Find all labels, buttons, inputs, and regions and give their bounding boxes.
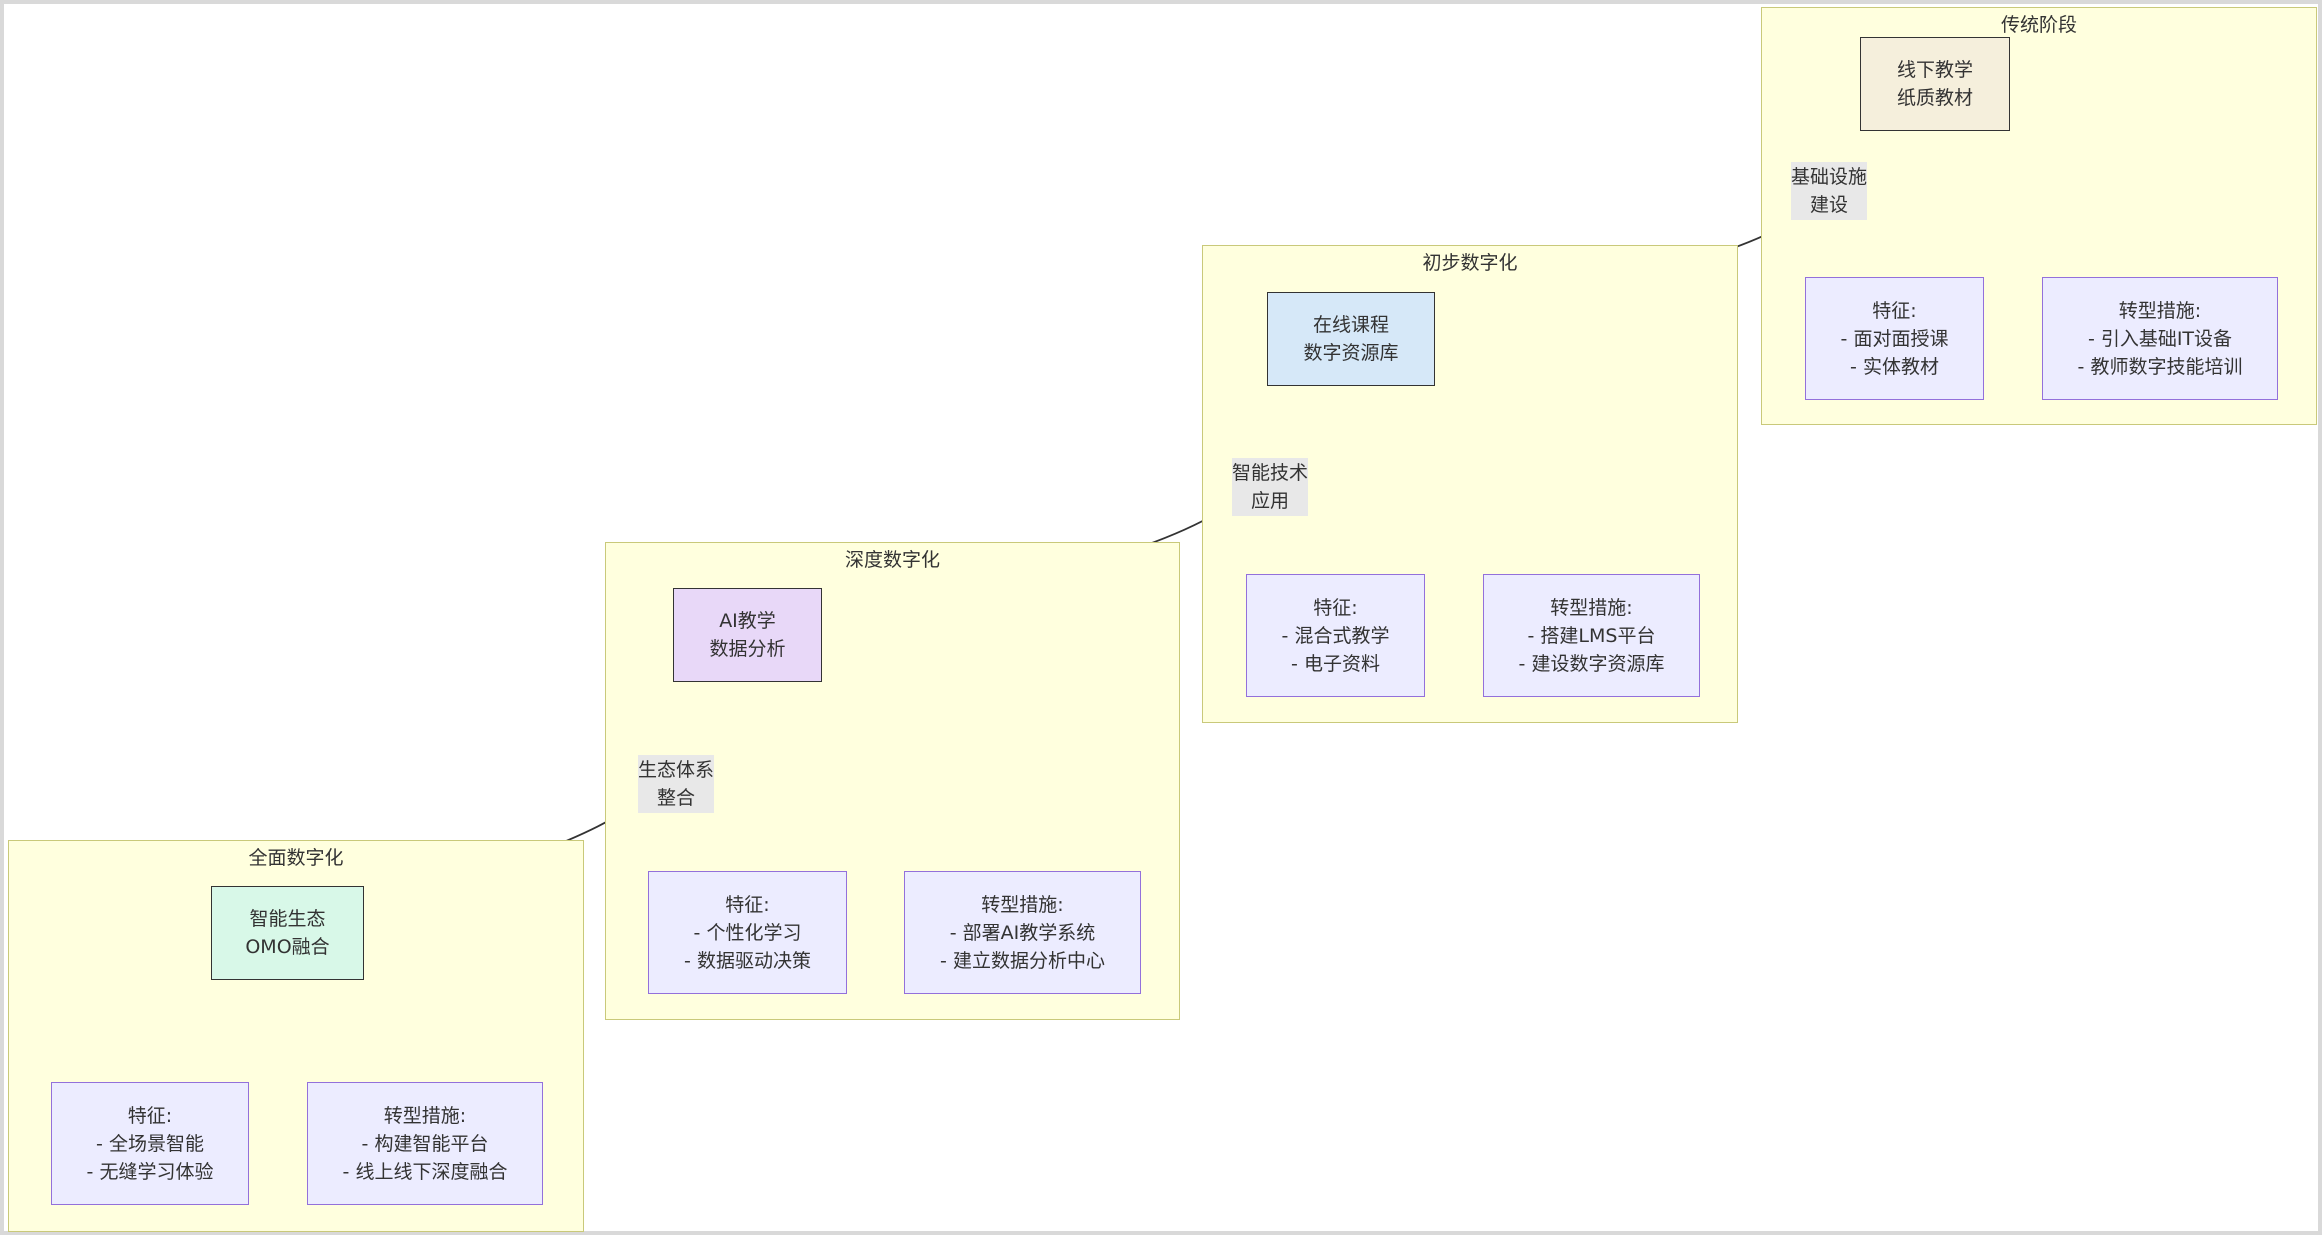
info-full-features[interactable]: 特征: - 全场景智能 - 无缝学习体验: [51, 1082, 249, 1205]
info-line: - 建立数据分析中心: [940, 949, 1105, 972]
node-offline-teaching-line2: 纸质教材: [1896, 87, 1973, 109]
edge-label-line: 基础设施: [1791, 166, 1868, 188]
edge-label-line: 智能技术: [1232, 462, 1309, 484]
info-line: 特征:: [127, 1104, 173, 1127]
info-line: 转型措施:: [981, 893, 1064, 916]
info-line: - 部署AI教学系统: [949, 921, 1096, 944]
edge-label-infra: 基础设施 建设: [1791, 162, 1867, 220]
cluster-title-full: 全面数字化: [248, 847, 344, 869]
info-line: - 教师数字技能培训: [2077, 355, 2243, 378]
info-deep-features[interactable]: 特征: - 个性化学习 - 数据驱动决策: [648, 871, 847, 994]
info-line: 特征:: [1313, 596, 1358, 619]
info-traditional-measures[interactable]: 转型措施: - 引入基础IT设备 - 教师数字技能培训: [2042, 277, 2278, 400]
info-line: - 搭建LMS平台: [1527, 624, 1656, 647]
info-line: - 构建智能平台: [361, 1132, 489, 1155]
node-online-courses[interactable]: 在线课程 数字资源库: [1267, 292, 1435, 386]
info-line: - 混合式教学: [1281, 624, 1390, 647]
node-ai-teaching[interactable]: AI教学 数据分析: [673, 588, 822, 682]
cluster-title-initial: 初步数字化: [1422, 252, 1518, 274]
edge-label-line: 整合: [656, 787, 695, 809]
edge-label-smart-tech: 智能技术 应用: [1232, 458, 1308, 516]
info-line: 转型措施:: [1550, 596, 1633, 619]
info-line: - 数据驱动决策: [684, 949, 811, 972]
edge-label-line: 建设: [1809, 194, 1848, 216]
edge-label-line: 应用: [1250, 490, 1289, 512]
cluster-title-traditional: 传统阶段: [2000, 14, 2077, 36]
info-line: - 无缝学习体验: [86, 1160, 214, 1183]
node-online-courses-line1: 在线课程: [1312, 314, 1389, 336]
info-line: 特征:: [725, 893, 770, 916]
info-line: - 引入基础IT设备: [2087, 327, 2233, 350]
info-line: - 线上线下深度融合: [342, 1160, 508, 1183]
edge-label-line: 生态体系: [638, 759, 715, 781]
info-line: - 面对面授课: [1840, 327, 1949, 350]
info-line: - 建设数字资源库: [1518, 652, 1665, 675]
node-smart-ecosystem-line2: OMO融合: [245, 936, 330, 958]
info-initial-measures[interactable]: 转型措施: - 搭建LMS平台 - 建设数字资源库: [1483, 574, 1700, 697]
edge-label-ecosystem: 生态体系 整合: [638, 755, 714, 813]
info-traditional-features[interactable]: 特征: - 面对面授课 - 实体教材: [1805, 277, 1984, 400]
node-ai-teaching-line2: 数据分析: [709, 638, 786, 660]
info-line: 转型措施:: [383, 1104, 467, 1127]
info-line: 转型措施:: [2118, 299, 2202, 322]
info-line: - 电子资料: [1291, 652, 1380, 675]
node-smart-ecosystem[interactable]: 智能生态 OMO融合: [211, 886, 364, 980]
info-full-measures[interactable]: 转型措施: - 构建智能平台 - 线上线下深度融合: [307, 1082, 543, 1205]
info-initial-features[interactable]: 特征: - 混合式教学 - 电子资料: [1246, 574, 1425, 697]
node-smart-ecosystem-line1: 智能生态: [249, 908, 326, 930]
node-online-courses-line2: 数字资源库: [1303, 342, 1399, 364]
info-line: - 全场景智能: [96, 1132, 204, 1155]
node-ai-teaching-line1: AI教学: [719, 610, 776, 632]
cluster-title-deep: 深度数字化: [844, 549, 940, 571]
node-offline-teaching[interactable]: 线下教学 纸质教材: [1860, 37, 2010, 131]
info-line: - 实体教材: [1850, 355, 1939, 378]
node-offline-teaching-line1: 线下教学: [1896, 59, 1973, 81]
info-deep-measures[interactable]: 转型措施: - 部署AI教学系统 - 建立数据分析中心: [904, 871, 1141, 994]
info-line: - 个性化学习: [693, 921, 802, 944]
info-line: 特征:: [1872, 299, 1917, 322]
